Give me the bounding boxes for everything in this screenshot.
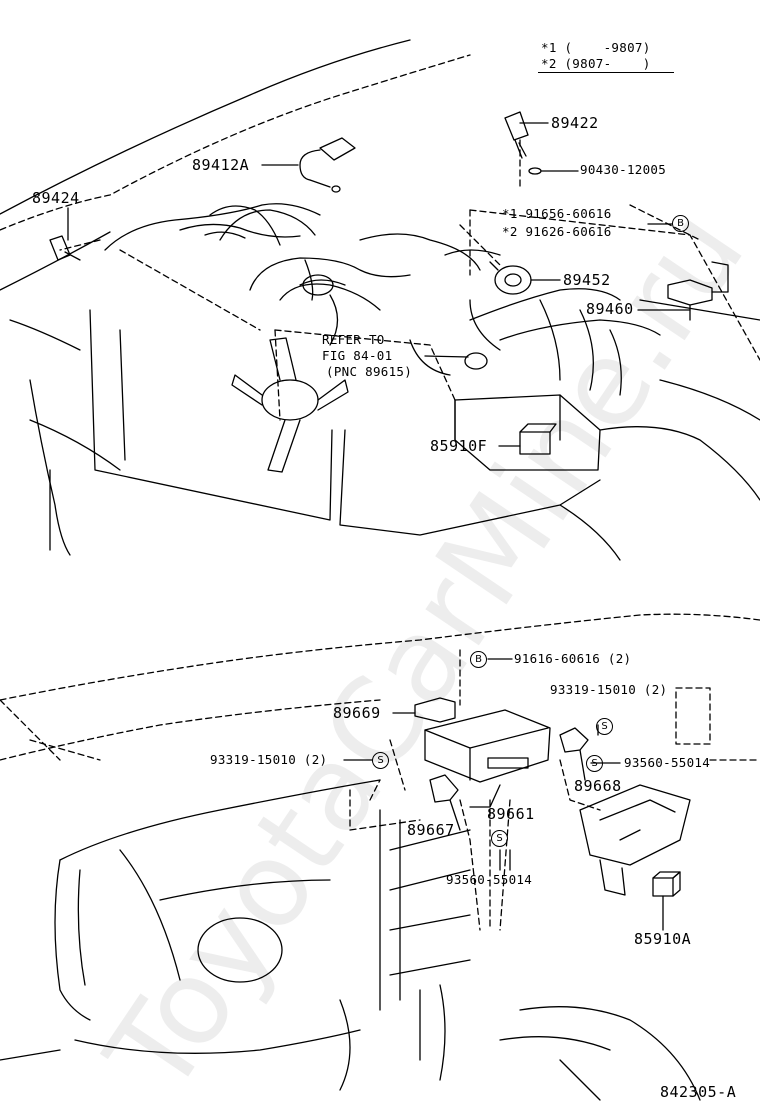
label-89452: 89452 — [563, 271, 611, 289]
label-refer-pnc: (PNC 89615) — [326, 364, 413, 379]
label-93560-55014-right: 93560-55014 — [624, 755, 711, 770]
s-marker-bottom: S — [491, 830, 508, 847]
label-90430-12005: 90430-12005 — [580, 162, 667, 177]
label-93319-15010-right: 93319-15010 (2) — [550, 682, 668, 697]
label-91616-60616: 91616-60616 (2) — [514, 651, 632, 666]
b-marker-lower: B — [470, 651, 487, 668]
leader-lines-upper — [67, 122, 691, 447]
leader-lines-lower — [343, 658, 664, 931]
label-85910A: 85910A — [634, 930, 692, 948]
dashed-outlines-lower — [0, 613, 760, 931]
label-89412A: 89412A — [192, 156, 250, 174]
label-85910F: 85910F — [430, 437, 488, 455]
dashboard-outline — [0, 697, 701, 1101]
label-91626-60616: *2 91626-60616 — [502, 224, 612, 239]
label-89460: 89460 — [586, 300, 634, 318]
engine-bay-outline — [0, 39, 760, 561]
label-93319-15010-left: 93319-15010 (2) — [210, 752, 328, 767]
s-marker-right: S — [586, 755, 603, 772]
legend-underline — [538, 72, 674, 73]
label-89669: 89669 — [333, 704, 381, 722]
legend-line-1: *1 ( -9807) — [541, 40, 651, 55]
label-refer-to: REFER TO — [322, 332, 385, 347]
label-89667: 89667 — [407, 821, 455, 839]
diagram-code: 842305-A — [660, 1083, 737, 1101]
label-89422: 89422 — [551, 114, 599, 132]
b-marker-upper: B — [672, 215, 689, 232]
label-91656-60616: *1 91656-60616 — [502, 206, 612, 221]
dashed-outlines-upper — [0, 54, 760, 421]
legend-line-2: *2 (9807- ) — [541, 56, 651, 71]
s-marker-right-upper: S — [596, 718, 613, 735]
label-89668: 89668 — [574, 777, 622, 795]
s-marker-left: S — [372, 752, 389, 769]
label-93560-55014-bottom: 93560-55014 — [446, 872, 533, 887]
label-89661: 89661 — [487, 805, 535, 823]
label-refer-fig: FIG 84-01 — [322, 348, 393, 363]
label-89424: 89424 — [32, 189, 80, 207]
